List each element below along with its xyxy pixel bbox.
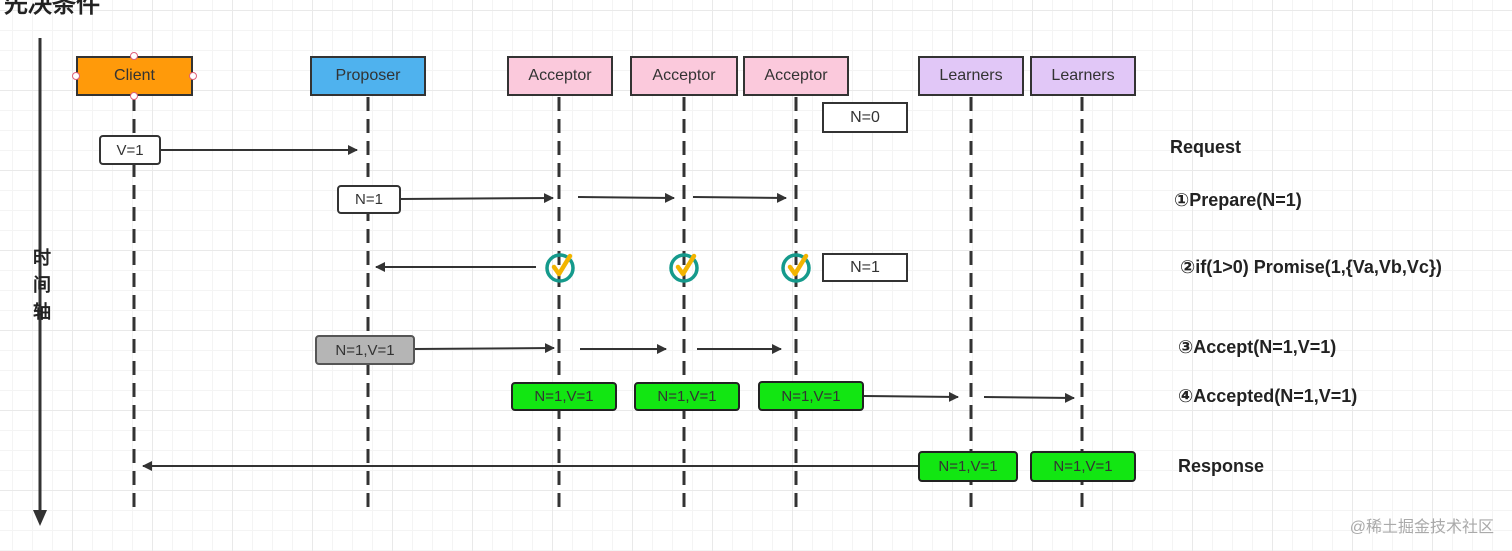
prepare-n-label[interactable]: N=1: [337, 185, 401, 214]
response-nv-label[interactable]: N=1,V=1: [1030, 451, 1136, 482]
check-icon: [545, 253, 575, 283]
accepted-nv-label[interactable]: N=1,V=1: [511, 382, 617, 411]
accept-nv-label[interactable]: N=1,V=1: [315, 335, 415, 365]
step-accept: ③Accept(N=1,V=1): [1178, 337, 1337, 357]
actor-learner-1[interactable]: Learners: [918, 56, 1024, 96]
time-axis-label-char: 间: [33, 275, 51, 295]
arrow-accepted-2: [983, 392, 1075, 403]
actor-client[interactable]: Client: [76, 56, 193, 96]
actor-acceptor-1[interactable]: Acceptor: [507, 56, 613, 96]
time-axis-label-char: 轴: [33, 302, 51, 322]
actor-label: Acceptor: [764, 67, 828, 84]
arrow-prepare-2: [577, 192, 675, 203]
arrow-accepted-1: [863, 391, 959, 402]
actor-label: Acceptor: [528, 67, 592, 84]
actor-learner-2[interactable]: Learners: [1030, 56, 1136, 96]
actor-acceptor-2[interactable]: Acceptor: [630, 56, 738, 96]
step-prepare: ①Prepare(N=1): [1174, 190, 1302, 210]
actor-label: Client: [114, 67, 155, 84]
check-icon: [781, 253, 811, 283]
actor-proposer[interactable]: Proposer: [310, 56, 426, 96]
actor-acceptor-3[interactable]: Acceptor: [743, 56, 849, 96]
watermark: @稀土掘金技术社区: [1349, 519, 1494, 536]
time-axis-label-char: 时: [33, 248, 51, 268]
response-nv-label[interactable]: N=1,V=1: [918, 451, 1018, 482]
accepted-nv-label[interactable]: N=1,V=1: [634, 382, 740, 411]
promise-n-label[interactable]: N=1: [822, 253, 908, 282]
initial-n-label[interactable]: N=0: [822, 102, 908, 133]
actor-label: Learners: [939, 67, 1003, 84]
arrow-prepare-3: [692, 192, 787, 203]
page-title: 先决条件: [4, 0, 100, 18]
check-icon: [669, 253, 699, 283]
actor-label: Proposer: [335, 67, 401, 84]
step-request: Request: [1170, 137, 1242, 157]
accepted-nv-label[interactable]: N=1,V=1: [758, 381, 864, 411]
resize-handle[interactable]: [130, 92, 138, 100]
step-response: Response: [1178, 456, 1265, 476]
time-axis-arrowhead: [33, 510, 47, 526]
resize-handle[interactable]: [130, 52, 138, 60]
client-value-label[interactable]: V=1: [99, 135, 161, 165]
step-promise: ②if(1>0) Promise(1,{Va,Vb,Vc}): [1180, 257, 1442, 277]
actor-label: Acceptor: [652, 67, 716, 84]
arrow-prepare-1: [399, 193, 554, 204]
step-accepted: ④Accepted(N=1,V=1): [1178, 386, 1358, 406]
actor-label: Learners: [1051, 67, 1115, 84]
resize-handle[interactable]: [189, 72, 197, 80]
resize-handle[interactable]: [72, 72, 80, 80]
arrow-accept-1: [413, 343, 555, 354]
